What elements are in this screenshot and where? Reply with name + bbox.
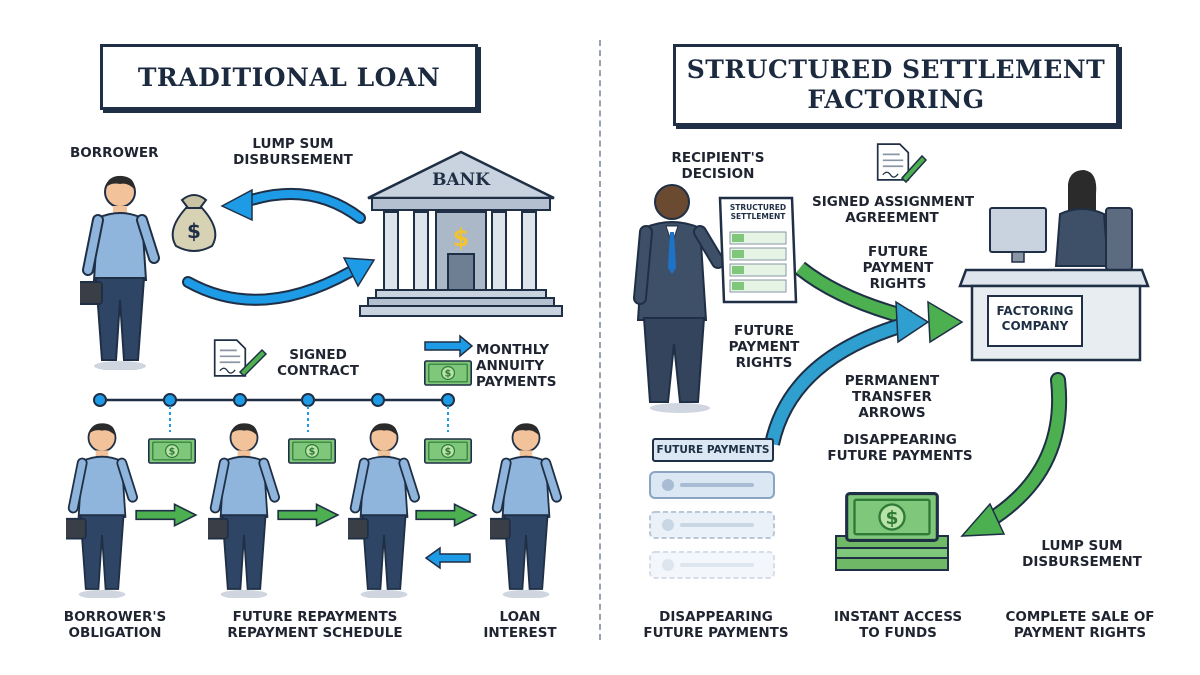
instant-access-line1: INSTANT ACCESS bbox=[833, 609, 963, 625]
obligation-person-3 bbox=[343, 423, 415, 599]
future-repayments-label: FUTURE REPAYMENTS REPAYMENT SCHEDULE bbox=[220, 609, 410, 641]
future-repayments-line2: REPAYMENT SCHEDULE bbox=[227, 625, 403, 641]
obligation-line2: OBLIGATION bbox=[68, 625, 162, 641]
signed-assignment-line1: SIGNED ASSIGNMENT bbox=[812, 194, 975, 210]
future-rights-mid-line3: RIGHTS bbox=[735, 355, 793, 371]
payment-bill-1 bbox=[148, 438, 196, 464]
signed-assignment-label: SIGNED ASSIGNMENT AGREEMENT bbox=[812, 194, 975, 226]
disappearing-mid-line2: FUTURE PAYMENTS bbox=[827, 448, 973, 464]
bank-label: BANK bbox=[432, 170, 490, 190]
flow-arrow-2 bbox=[277, 503, 339, 527]
obligation-person-1 bbox=[61, 423, 133, 599]
repayment-arrow bbox=[182, 257, 376, 306]
disappearing-mid-label: DISAPPEARING FUTURE PAYMENTS bbox=[820, 432, 980, 464]
future-rights-mid-label: FUTURE PAYMENT RIGHTS bbox=[724, 323, 804, 371]
signing-pen-icon bbox=[900, 154, 928, 184]
permanent-transfer-line3: ARROWS bbox=[858, 405, 926, 421]
future-payments-tag-label: FUTURE PAYMENTS bbox=[656, 444, 770, 456]
signed-contract-line1: SIGNED bbox=[289, 347, 347, 363]
monthly-line3: PAYMENTS bbox=[476, 374, 557, 390]
payment-timeline bbox=[93, 393, 455, 432]
lump-sum-line2: DISBURSEMENT bbox=[233, 152, 353, 168]
disappearing-mid-line1: DISAPPEARING bbox=[843, 432, 957, 448]
disappearing-bottom-line2: FUTURE PAYMENTS bbox=[643, 625, 789, 641]
signed-assignment-icon bbox=[876, 143, 910, 181]
recipient-decision-label: RECIPIENT'S DECISION bbox=[668, 150, 768, 182]
complete-sale-label: COMPLETE SALE OF PAYMENT RIGHTS bbox=[1000, 609, 1160, 641]
traditional-loan-title: TRADITIONAL LOAN bbox=[137, 62, 441, 92]
pen-icon bbox=[238, 348, 268, 378]
monthly-line2: ANNUITY bbox=[476, 358, 545, 374]
monthly-payments-icon bbox=[424, 334, 474, 386]
instant-access-line2: TO FUNDS bbox=[859, 625, 937, 641]
future-rights-top-label: FUTURE PAYMENT RIGHTS bbox=[848, 244, 948, 292]
lump-sum-right-label: LUMP SUM DISBURSEMENT bbox=[1012, 538, 1152, 570]
doc-title-line1: STRUCTURED bbox=[729, 203, 787, 212]
decision-line1: RECIPIENT'S bbox=[671, 150, 765, 166]
disappearing-bottom-label: DISAPPEARING FUTURE PAYMENTS bbox=[636, 609, 796, 641]
money-bag-icon: $ bbox=[171, 194, 217, 252]
loan-interest-line1: LOAN bbox=[499, 609, 541, 625]
disappearing-payment-tiles bbox=[649, 471, 775, 579]
payment-bill-2 bbox=[288, 438, 336, 464]
loan-interest-label: LOAN INTEREST bbox=[480, 609, 560, 641]
signed-assignment-line2: AGREEMENT bbox=[845, 210, 939, 226]
interest-return-arrow bbox=[424, 546, 471, 570]
signed-contract-label: SIGNED CONTRACT bbox=[268, 347, 368, 379]
monthly-payments-label: MONTHLY ANNUITY PAYMENTS bbox=[476, 342, 572, 390]
monthly-line1: MONTHLY bbox=[476, 342, 549, 358]
structured-settlement-doc-label: STRUCTURED SETTLEMENT bbox=[722, 203, 794, 221]
factoring-title-line1: STRUCTURED SETTLEMENT bbox=[686, 55, 1106, 84]
borrower-obligation-label: BORROWER'S OBLIGATION bbox=[60, 609, 170, 641]
future-repayments-line1: FUTURE REPAYMENTS bbox=[232, 609, 398, 625]
svg-text:$: $ bbox=[453, 224, 470, 252]
future-rights-top-line3: RIGHTS bbox=[869, 276, 927, 292]
decision-line2: DECISION bbox=[681, 166, 755, 182]
lump-sum-label: LUMP SUM DISBURSEMENT bbox=[228, 136, 358, 168]
factoring-company-label: FACTORING COMPANY bbox=[988, 304, 1082, 334]
recipient-figure bbox=[633, 184, 725, 413]
complete-sale-line1: COMPLETE SALE OF bbox=[1005, 609, 1155, 625]
lump-sum-right-line1: LUMP SUM bbox=[1041, 538, 1123, 554]
future-rights-top-line2: PAYMENT bbox=[862, 260, 934, 276]
future-rights-mid-line1: FUTURE bbox=[734, 323, 794, 339]
instant-access-label: INSTANT ACCESS TO FUNDS bbox=[828, 609, 968, 641]
obligation-person-2 bbox=[203, 423, 275, 599]
lump-sum-right-line2: DISBURSEMENT bbox=[1022, 554, 1142, 570]
future-rights-top-line1: FUTURE bbox=[868, 244, 928, 260]
structured-settlement-document bbox=[718, 196, 798, 304]
loan-interest-line2: INTEREST bbox=[483, 625, 557, 641]
bank-building: $ bbox=[359, 150, 563, 317]
future-payments-tag: FUTURE PAYMENTS bbox=[652, 438, 774, 462]
borrower-figure bbox=[74, 176, 154, 371]
section-divider bbox=[599, 40, 601, 640]
factoring-banner: STRUCTURED SETTLEMENT FACTORING bbox=[673, 44, 1119, 126]
factoring-title-line2: FACTORING bbox=[807, 85, 985, 114]
obligation-line1: BORROWER'S bbox=[63, 609, 167, 625]
future-rights-mid-line2: PAYMENT bbox=[728, 339, 800, 355]
disappearing-bottom-line1: DISAPPEARING bbox=[659, 609, 773, 625]
signed-contract-line2: CONTRACT bbox=[277, 363, 359, 379]
lump-sum-return-arrow bbox=[960, 372, 1068, 537]
cash-stack-icon bbox=[835, 492, 949, 571]
factoring-company-line1: FACTORING bbox=[996, 304, 1074, 318]
doc-title-line2: SETTLEMENT bbox=[730, 212, 786, 221]
lump-sum-arrow bbox=[220, 188, 366, 224]
permanent-transfer-line2: TRANSFER bbox=[852, 389, 932, 405]
payment-bill-3 bbox=[424, 438, 472, 464]
traditional-loan-banner: TRADITIONAL LOAN bbox=[100, 44, 478, 110]
factoring-company-line2: COMPANY bbox=[1001, 319, 1069, 333]
svg-text:$: $ bbox=[187, 219, 201, 243]
flow-arrow-1 bbox=[135, 503, 197, 527]
flow-arrow-3 bbox=[415, 503, 477, 527]
borrower-label: BORROWER bbox=[70, 145, 159, 161]
payment-rights-arrows bbox=[764, 261, 964, 446]
complete-sale-line2: PAYMENT RIGHTS bbox=[1013, 625, 1147, 641]
permanent-transfer-line1: PERMANENT bbox=[844, 373, 940, 389]
permanent-transfer-label: PERMANENT TRANSFER ARROWS bbox=[836, 373, 948, 421]
factoring-company-desk bbox=[958, 170, 1150, 362]
lump-sum-line1: LUMP SUM bbox=[252, 136, 334, 152]
lender-person bbox=[485, 423, 557, 599]
